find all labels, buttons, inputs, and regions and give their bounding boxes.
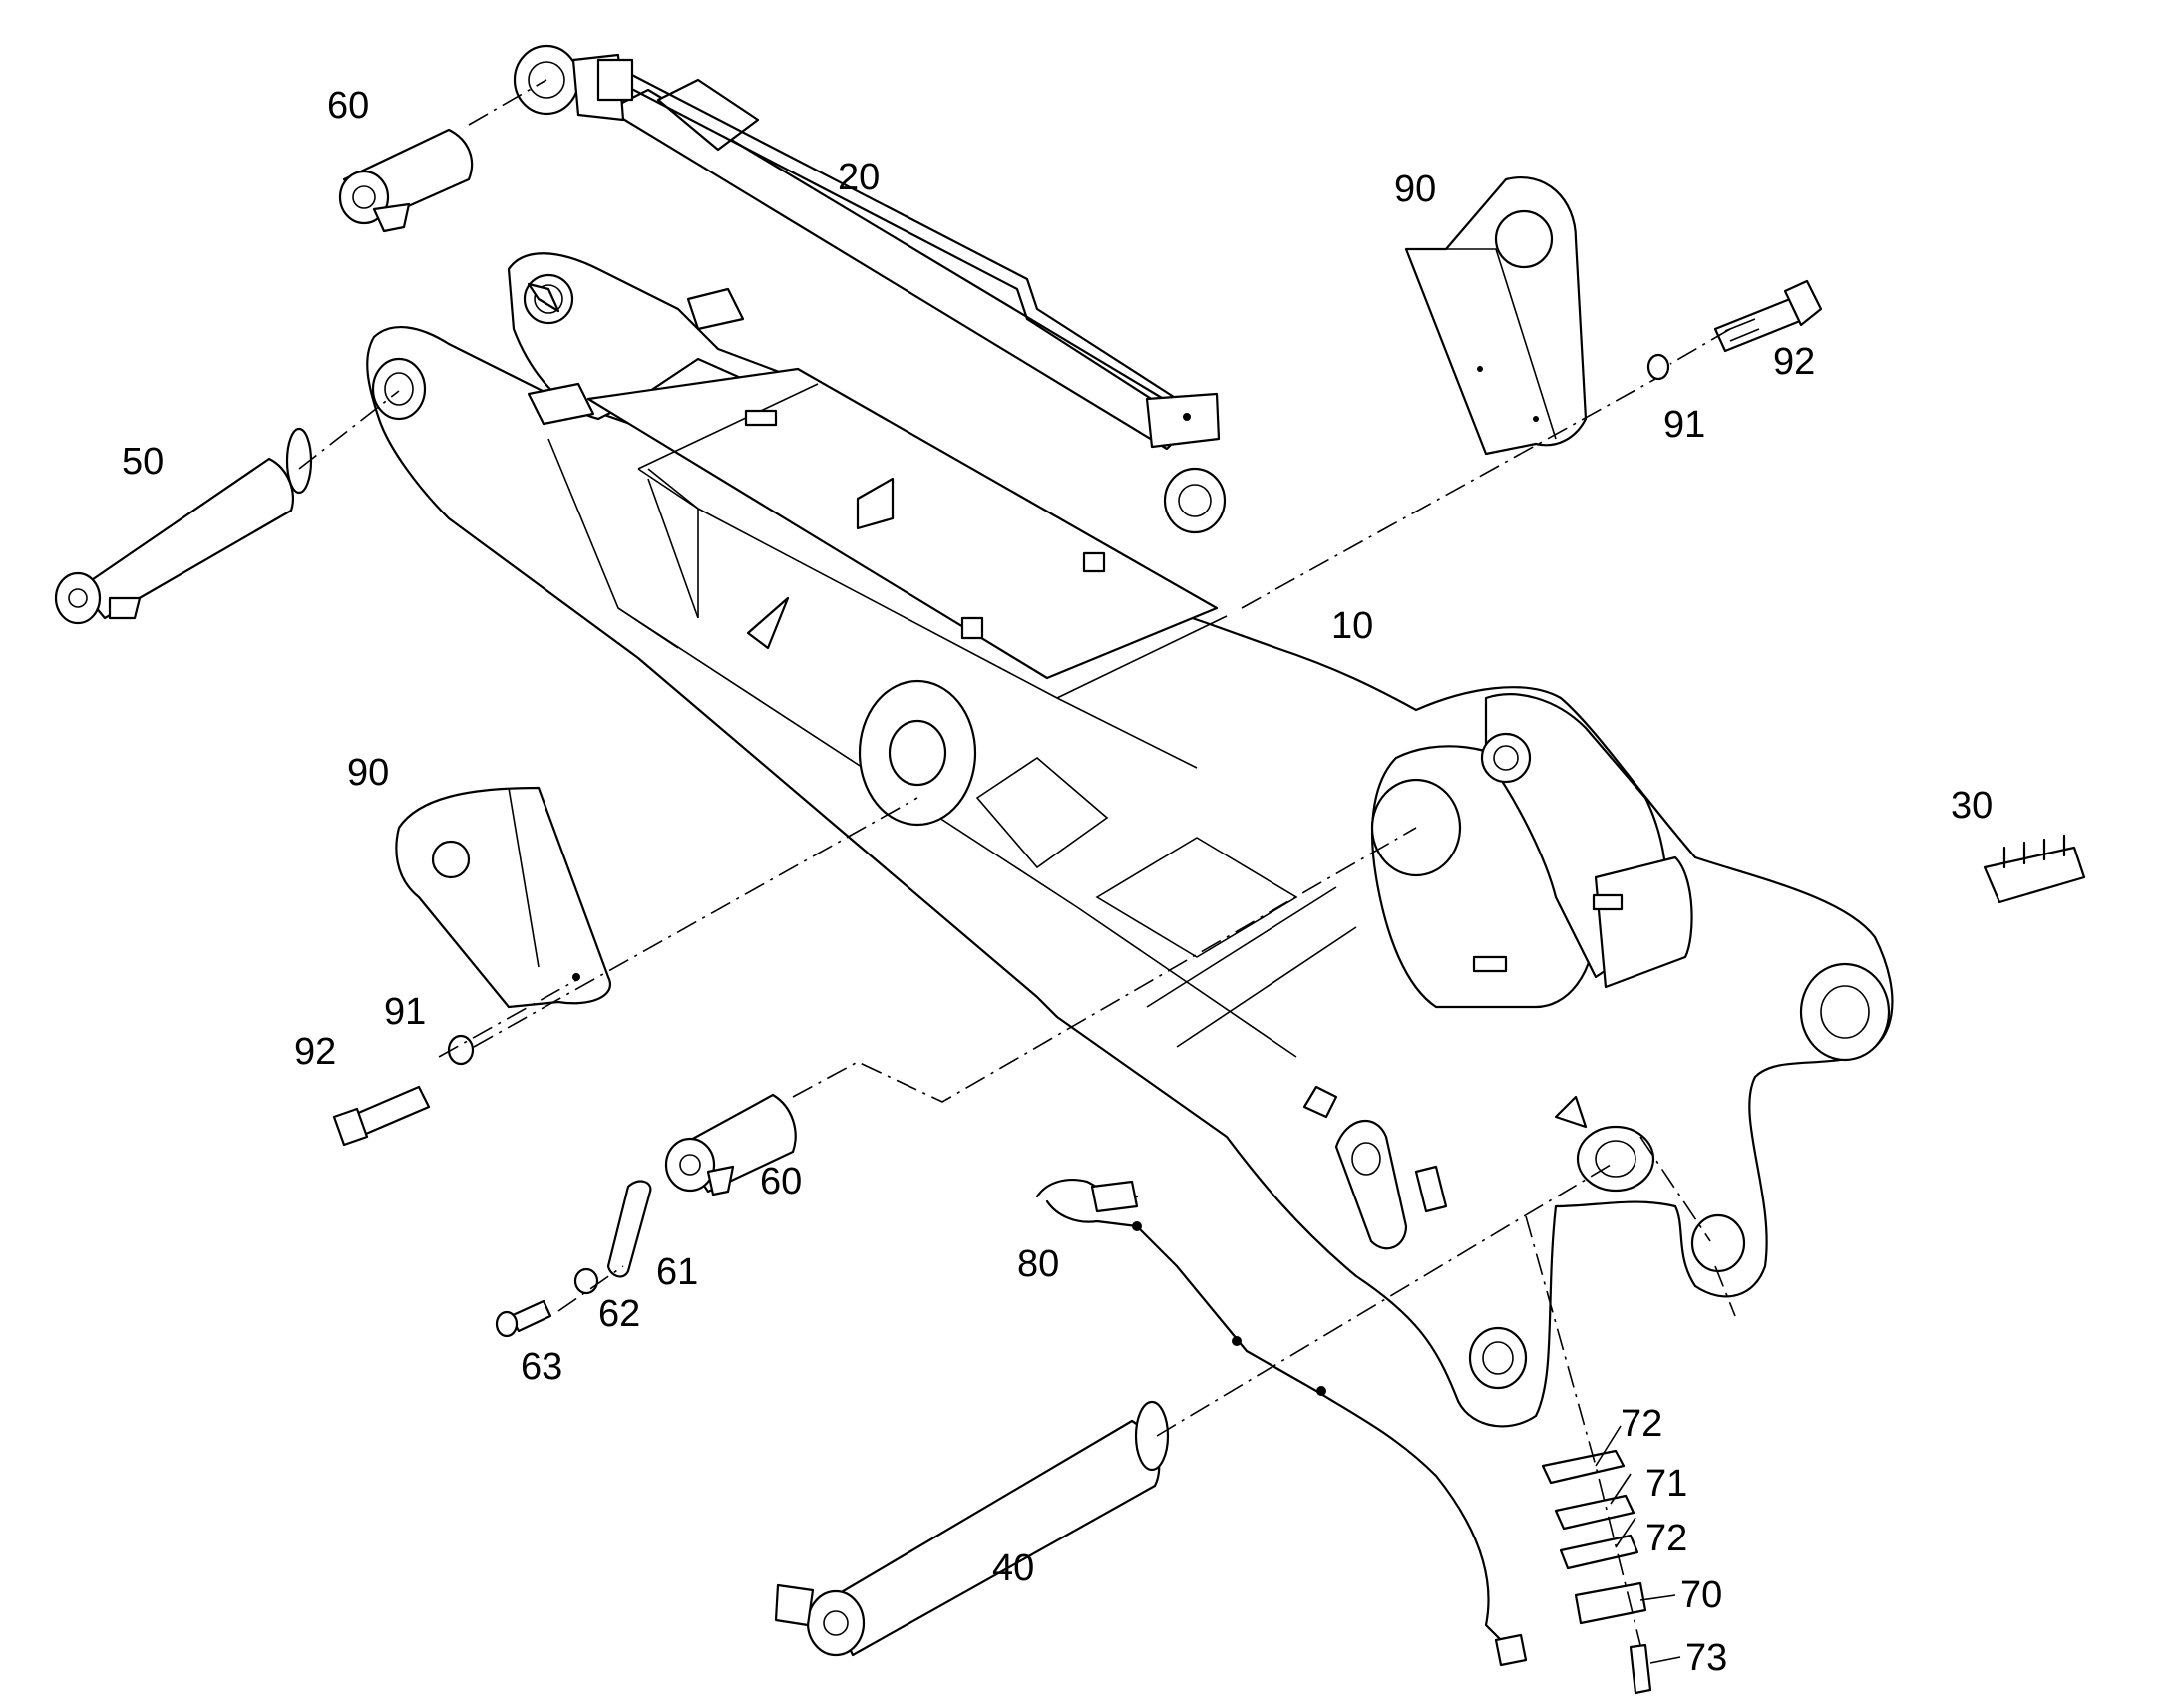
bracket-90-top: [1404, 176, 1588, 456]
callout-72-bottom: 72: [1645, 1518, 1687, 1559]
callout-92-left: 92: [294, 1031, 336, 1073]
pin-40: [774, 1400, 1170, 1657]
plate-61: [606, 1180, 652, 1278]
callout-91-left: 91: [384, 991, 426, 1033]
callout-40: 40: [992, 1547, 1034, 1589]
callout-70: 70: [1680, 1574, 1722, 1616]
callout-20: 20: [838, 157, 880, 198]
leader-lines: [298, 79, 1736, 1646]
callout-61: 61: [656, 1251, 698, 1293]
callout-60-top: 60: [327, 85, 369, 127]
callout-71: 71: [1645, 1463, 1687, 1505]
callout-63: 63: [521, 1346, 562, 1388]
callout-62: 62: [598, 1293, 640, 1335]
callout-leaders: [1595, 1425, 1681, 1664]
callout-73: 73: [1685, 1637, 1727, 1679]
hydraulic-cylinder: [513, 44, 1227, 534]
callout-50: 50: [122, 441, 164, 483]
plate-70: [1574, 1581, 1647, 1625]
washer-91-top: [1646, 353, 1670, 381]
pin-50: [54, 427, 313, 625]
bolt-92-left: [332, 1085, 431, 1147]
bolt-92-top: [1713, 279, 1823, 353]
callout-90-top: 90: [1394, 169, 1436, 210]
boom-frame: [366, 252, 1894, 1428]
shim-72-top: [1541, 1449, 1626, 1485]
pin-60-bottom: [664, 1093, 797, 1196]
callout-90-left: 90: [347, 752, 389, 794]
part-30-block: [1983, 834, 2086, 904]
bolt-73: [1629, 1643, 1652, 1695]
callout-30: 30: [1951, 785, 1993, 827]
washer-91-left: [447, 1034, 475, 1066]
callout-60-bottom: 60: [760, 1161, 802, 1202]
callout-labels: 10 20 30 40 50 60 60 61 62 63 72 71 72 7…: [122, 85, 1993, 1679]
callout-92-top: 92: [1773, 341, 1815, 383]
callout-10: 10: [1331, 605, 1373, 647]
shim-72-bottom: [1559, 1534, 1639, 1570]
callout-91-top: 91: [1663, 404, 1705, 446]
bolt-63: [495, 1299, 552, 1338]
pin-60-top: [338, 128, 474, 233]
callout-80: 80: [1017, 1243, 1059, 1285]
bracket-90-left: [395, 786, 611, 1009]
wiring-harness-80: [1035, 1179, 1528, 1667]
shim-71: [1554, 1494, 1635, 1531]
washer-62: [573, 1267, 599, 1295]
callout-72-top: 72: [1621, 1403, 1662, 1445]
